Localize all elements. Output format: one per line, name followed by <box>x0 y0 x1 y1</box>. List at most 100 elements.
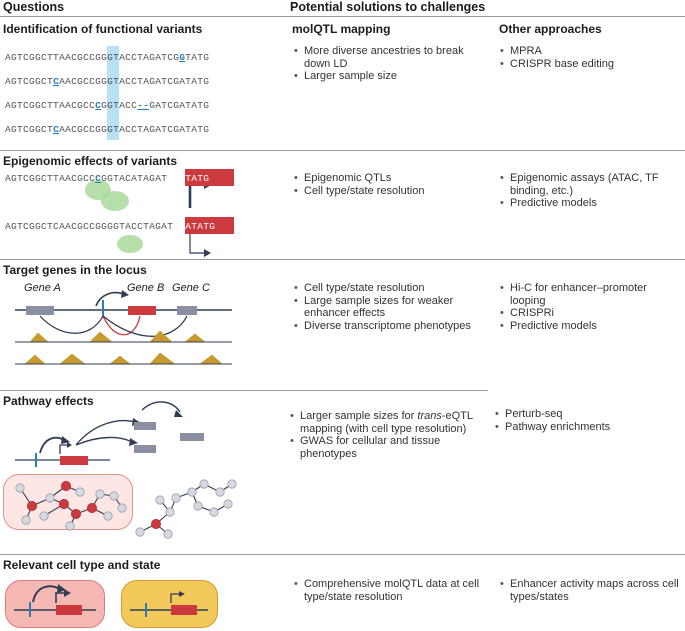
list-item: Enhancer activity maps across cell types… <box>500 578 680 603</box>
sequence-row: AGTCGGCTTAACGCCCGGTACATAGATCGATATG <box>5 173 210 184</box>
enhancer-loop-target <box>102 315 141 336</box>
other-approaches-list: Hi-C for enhancer–promoter looping CRISP… <box>500 282 680 332</box>
questions-header: Questions <box>3 0 65 14</box>
variant-highlight-column <box>107 46 119 140</box>
sequence-row: AGTCGGCTCAACGCCGGGGTACCTAGATCGATATG <box>5 221 216 232</box>
list-item: Cell type/state resolution <box>294 185 484 198</box>
variant-base: C <box>95 100 102 111</box>
sequence-row: AGTCGGCTTAACGCCGGGTACCTAGATCGGTATG <box>5 52 210 63</box>
target-genes-diagram <box>15 290 232 365</box>
list-item: Predictive models <box>500 197 680 210</box>
variant-base: C <box>95 173 102 184</box>
gene-body <box>60 456 88 465</box>
target-gene-box <box>180 433 204 441</box>
list-item: Cell type/state resolution <box>294 282 484 295</box>
section-divider <box>0 554 685 555</box>
other-approaches-list: Enhancer activity maps across cell types… <box>500 578 680 603</box>
gene-body <box>56 605 82 615</box>
tss-arrow-icon <box>188 182 205 208</box>
arrowhead-icon <box>174 410 183 417</box>
molqtl-list: Epigenomic QTLs Cell type/state resoluti… <box>294 172 484 197</box>
trans-arrow-icon <box>141 401 181 413</box>
tss-arrowhead-icon <box>67 442 72 448</box>
arrowhead-icon <box>57 584 66 593</box>
tss-arrow-icon <box>170 593 180 603</box>
promoter-sequence: CGATATG <box>173 221 216 232</box>
variant-base: G <box>179 52 186 63</box>
target-gene-box <box>134 422 156 430</box>
section-title-functional-variants: Identification of functional variants <box>3 22 203 36</box>
tss-arrow-icon <box>59 444 68 454</box>
other-approaches-header: Other approaches <box>499 22 602 36</box>
deletion-marker: -- <box>137 100 150 111</box>
list-item: CRISPR base editing <box>500 58 680 71</box>
header-divider <box>0 16 685 17</box>
expression-track <box>15 352 232 365</box>
trans-arrow-icon <box>75 419 136 446</box>
molqtl-list: Cell type/state resolution Large sample … <box>294 282 484 332</box>
enhancer-loop <box>102 315 188 337</box>
green-accessibility-peak <box>117 235 143 253</box>
network-nodes <box>15 479 237 539</box>
section-title-pathway: Pathway effects <box>3 394 94 408</box>
gene-label: Gene B <box>127 282 165 294</box>
list-item: Diverse transcriptome phenotypes <box>294 320 484 333</box>
gene-body <box>171 605 197 615</box>
section-divider <box>0 259 685 260</box>
sequence-row: AGTCGGCTTAACGCCCGGTACC--GATCGATATG <box>5 100 210 111</box>
tss-arrowhead-icon <box>204 249 211 257</box>
regulation-arrow-icon <box>95 291 125 307</box>
epigenomic-diagram <box>85 179 213 257</box>
molqtl-header: molQTL mapping <box>292 22 391 36</box>
target-gene-box <box>134 445 156 453</box>
list-item: Perturb-seq <box>495 408 680 421</box>
arrowhead-icon <box>129 438 138 446</box>
arrowhead-icon <box>61 436 70 444</box>
list-item: GWAS for cellular and tissue phenotypes <box>290 435 490 460</box>
green-accessibility-peak <box>101 191 129 211</box>
arrowhead-icon <box>121 290 129 298</box>
section-title-target-genes: Target genes in the locus <box>3 263 147 277</box>
list-item: Hi-C for enhancer–promoter looping <box>500 282 680 307</box>
list-item: More diverse ancestries to break down LD <box>294 45 484 70</box>
gene-label: Gene C <box>172 282 210 294</box>
trans-arrow-icon <box>75 436 133 446</box>
other-approaches-list: Epigenomic assays (ATAC, TF binding, etc… <box>500 172 680 210</box>
list-item: Larger sample size <box>294 70 484 83</box>
pathway-diagram <box>15 401 237 539</box>
gene-box <box>185 169 234 186</box>
section-title-epigenomic: Epigenomic effects of variants <box>3 154 178 168</box>
list-item: Larger sample sizes for trans-eQTL mappi… <box>290 410 490 435</box>
list-item: Comprehensive molQTL data at cell type/s… <box>294 578 484 603</box>
tss-arrow-icon <box>55 592 65 603</box>
enhancer-loop <box>39 315 104 334</box>
list-item: Predictive models <box>500 320 680 333</box>
solutions-header: Potential solutions to challenges <box>290 0 486 14</box>
other-approaches-list: Perturb-seq Pathway enrichments <box>495 408 680 433</box>
gene-box <box>185 217 234 234</box>
list-item: Large sample sizes for weaker enhancer e… <box>294 295 484 320</box>
section-divider <box>0 390 488 391</box>
sequence-row: AGTCGGCTCAACGCCGGGTACCTAGATCGATATG <box>5 124 210 135</box>
tss-arrow-icon <box>189 232 205 254</box>
regulation-arrow-icon <box>32 585 61 603</box>
cell-type-yellow <box>121 580 218 628</box>
gene-a-body <box>26 306 54 315</box>
list-item: Epigenomic QTLs <box>294 172 484 185</box>
tss-arrowhead-icon <box>64 589 71 597</box>
list-item: CRISPRi <box>500 307 680 320</box>
promoter-sequence: CGATATG <box>167 173 210 184</box>
list-item: Pathway enrichments <box>495 421 680 434</box>
gene-c-body <box>177 306 197 315</box>
expression-track <box>15 330 232 343</box>
section-divider <box>0 150 685 151</box>
cell-type-red <box>5 580 105 628</box>
list-item: Epigenomic assays (ATAC, TF binding, etc… <box>500 172 680 197</box>
variant-base: C <box>53 76 60 87</box>
list-item: MPRA <box>500 45 680 58</box>
molqtl-list: More diverse ancestries to break down LD… <box>294 45 484 83</box>
affected-nodes <box>26 481 161 530</box>
molqtl-list: Larger sample sizes for trans-eQTL mappi… <box>290 410 490 460</box>
section-title-cell-type: Relevant cell type and state <box>3 558 161 572</box>
gene-label: Gene A <box>24 282 61 294</box>
